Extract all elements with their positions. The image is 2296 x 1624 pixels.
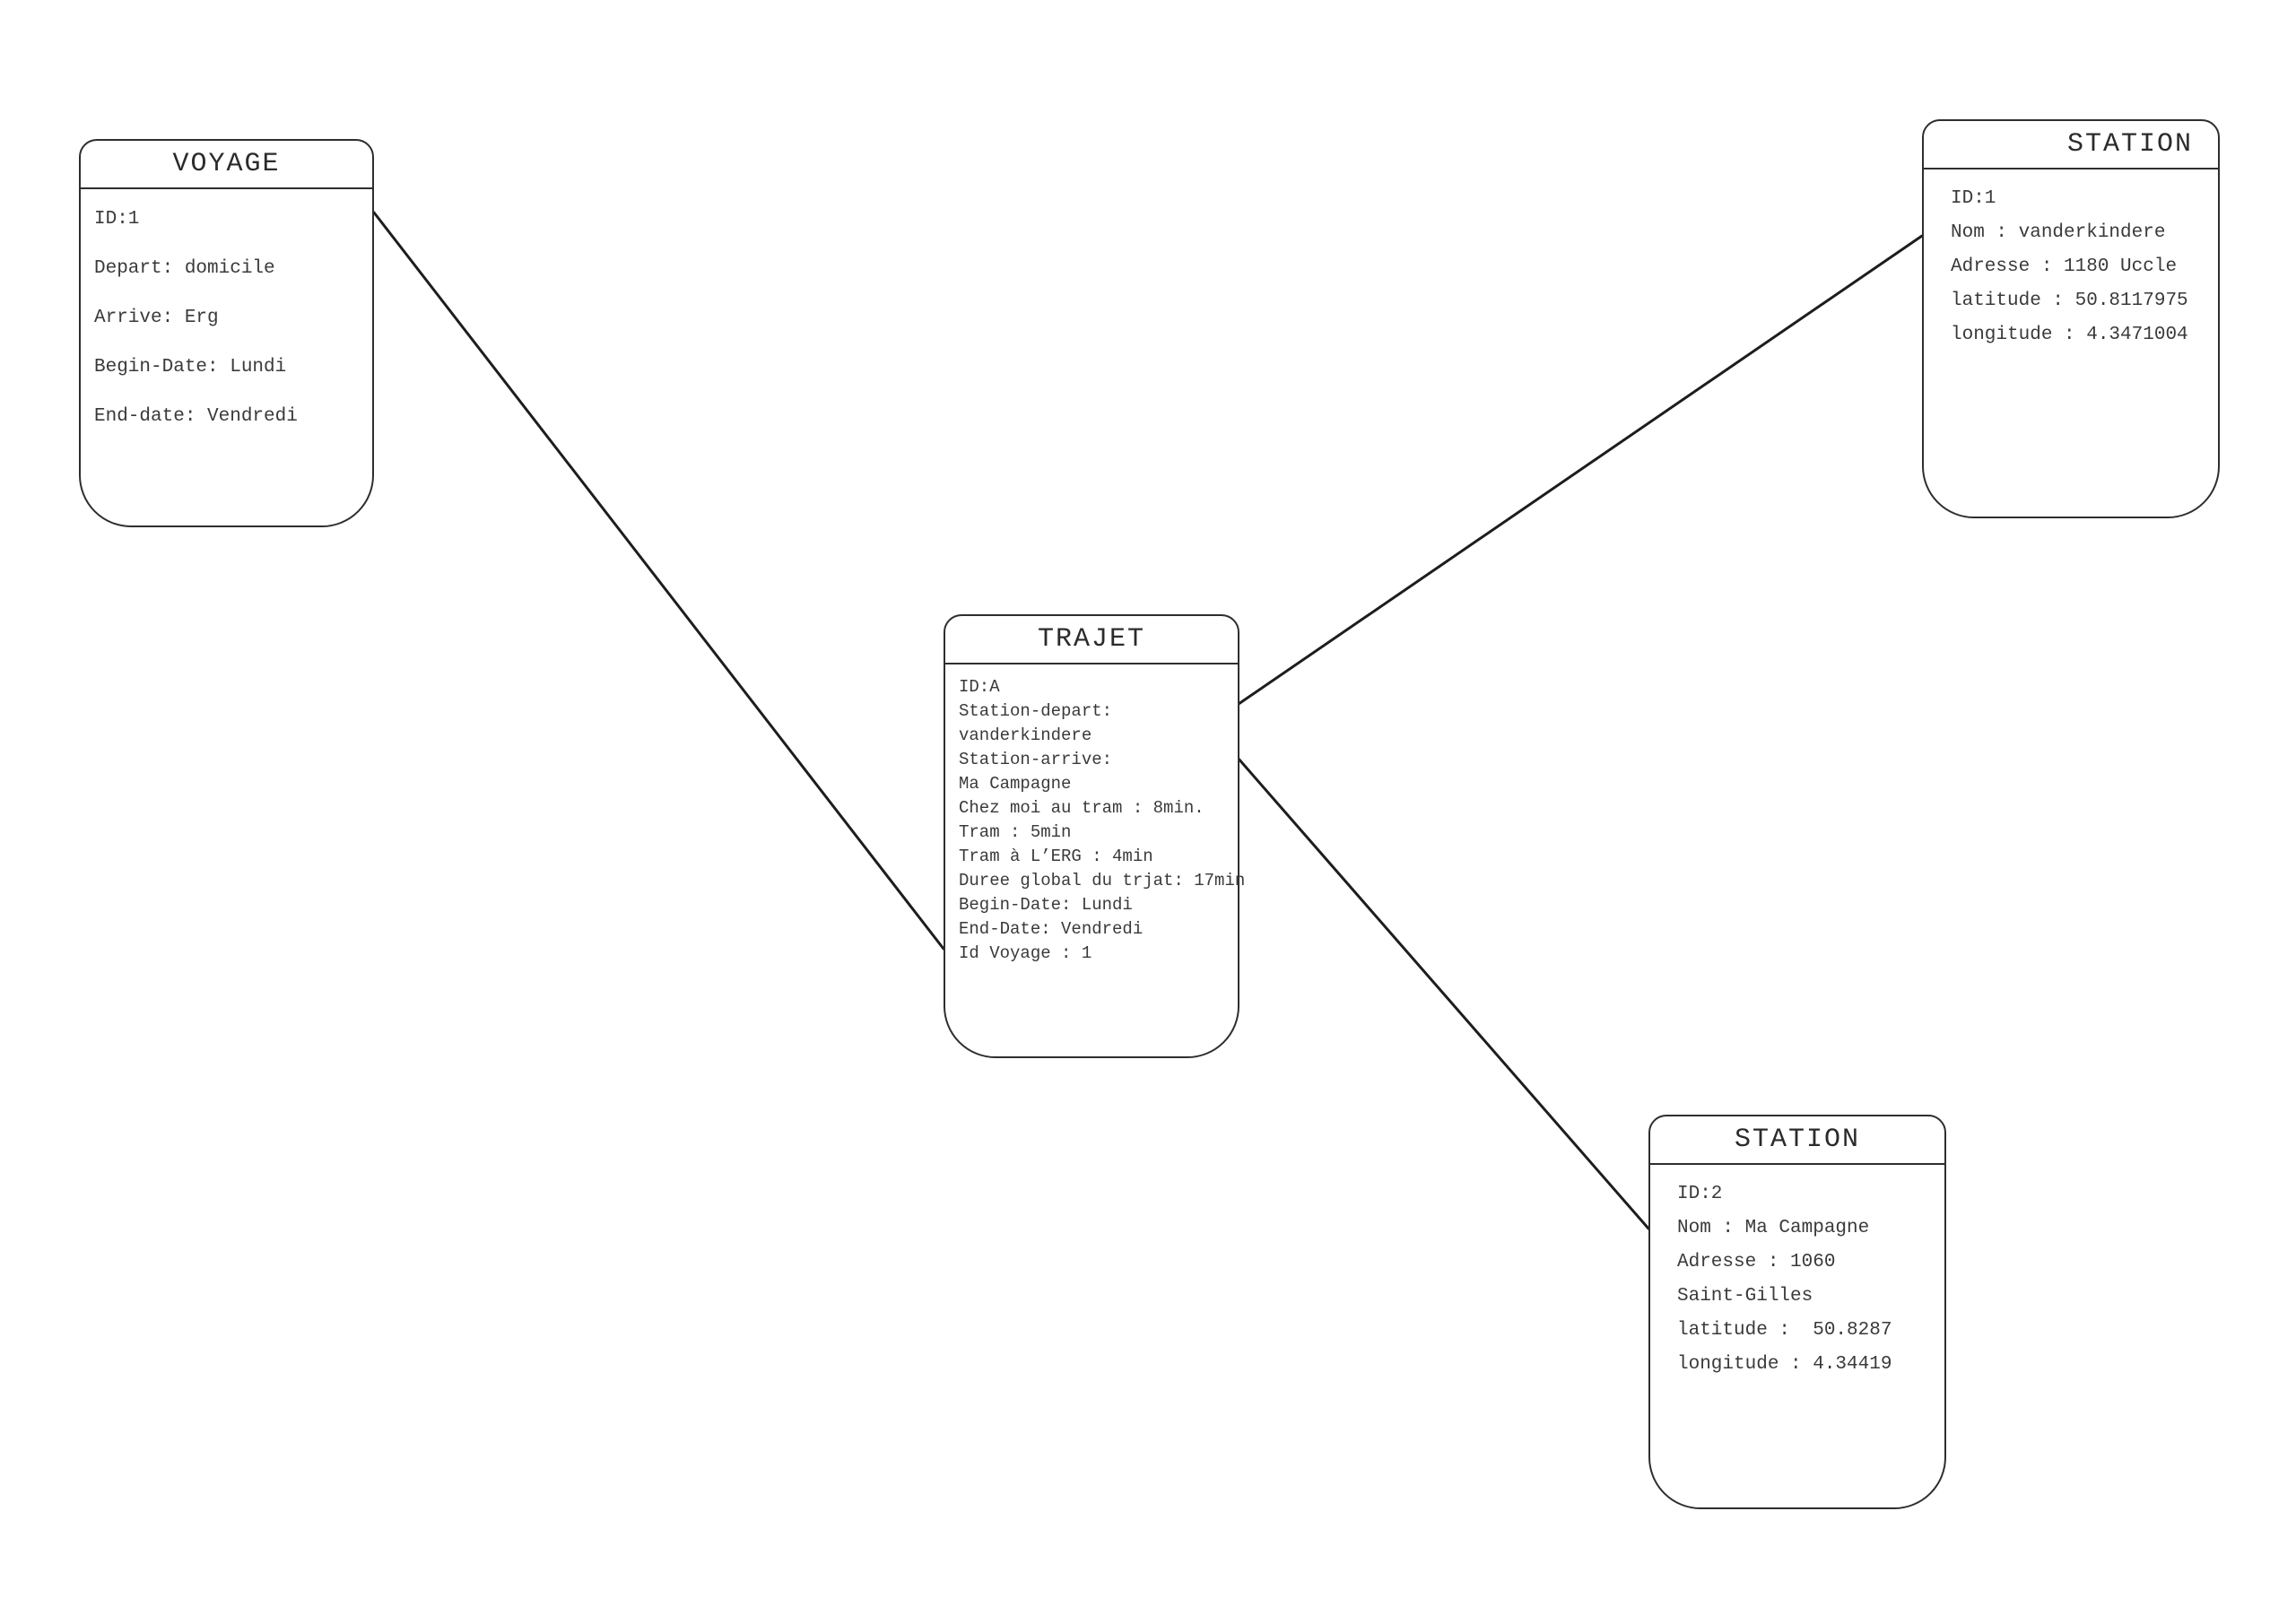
field-trajet-chez-moi: Chez moi au tram : 8min.	[959, 798, 1205, 818]
entity-station-2-title: STATION	[1650, 1116, 1944, 1165]
connector-voyage-trajet	[372, 211, 945, 951]
field-trajet-station-arrive-value: Ma Campagne	[959, 774, 1072, 794]
field-station2-longitude: longitude : 4.34419	[1677, 1354, 1892, 1375]
field-voyage-begin-date: Begin-Date: Lundi	[94, 357, 287, 378]
field-station2-id: ID:2	[1677, 1184, 1723, 1204]
field-trajet-tram: Tram : 5min	[959, 822, 1072, 842]
field-station2-adresse: Adresse : 1060	[1677, 1252, 1836, 1272]
field-trajet-station-depart: Station-depart:	[959, 701, 1113, 721]
field-trajet-id: ID:A	[959, 677, 1000, 697]
entity-station-1-body: ID:1 Nom : vanderkindere Adresse : 1180 …	[1924, 169, 2218, 352]
field-station1-nom: Nom : vanderkindere	[1951, 222, 2166, 243]
entity-station-2-body: ID:2 Nom : Ma Campagne Adresse : 1060 Sa…	[1650, 1165, 1944, 1382]
field-trajet-id-voyage: Id Voyage : 1	[959, 943, 1092, 963]
field-trajet-station-arrive: Station-arrive:	[959, 750, 1113, 769]
field-voyage-end-date: End-date: Vendredi	[94, 406, 298, 427]
connector-trajet-station1	[1237, 234, 1924, 706]
entity-voyage: VOYAGE ID:1 Depart: domicile Arrive: Erg…	[79, 139, 374, 527]
field-trajet-tram-erg: Tram à L’ERG : 4min	[959, 847, 1153, 866]
field-station1-id: ID:1	[1951, 188, 1996, 209]
field-station1-latitude: latitude : 50.8117975	[1951, 291, 2188, 311]
field-station1-longitude: longitude : 4.3471004	[1951, 325, 2188, 345]
field-trajet-station-depart-value: vanderkindere	[959, 725, 1092, 745]
entity-trajet: TRAJET ID:A Station-depart: vanderkinder…	[944, 614, 1246, 1058]
entity-station-1-title: STATION	[1924, 121, 2218, 169]
field-trajet-end-date: End-Date: Vendredi	[959, 919, 1144, 939]
entity-voyage-body: ID:1 Depart: domicile Arrive: Erg Begin-…	[81, 189, 372, 441]
field-voyage-arrive: Arrive: Erg	[94, 308, 219, 328]
entity-trajet-body: ID:A Station-depart: vanderkindere Stati…	[945, 664, 1246, 966]
entity-voyage-title: VOYAGE	[81, 141, 372, 189]
entity-trajet-title: TRAJET	[945, 616, 1238, 664]
connector-trajet-station2	[1236, 756, 1650, 1230]
entity-station-2: STATION ID:2 Nom : Ma Campagne Adresse :…	[1648, 1115, 1946, 1509]
field-trajet-duree-globale: Duree global du trjat: 17min	[959, 871, 1246, 890]
field-trajet-begin-date: Begin-Date: Lundi	[959, 895, 1133, 915]
field-station2-adresse-2: Saint-Gilles	[1677, 1286, 1813, 1307]
field-station2-latitude: latitude : 50.8287	[1677, 1320, 1892, 1341]
field-voyage-depart: Depart: domicile	[94, 258, 275, 279]
entity-station-1: STATION ID:1 Nom : vanderkindere Adresse…	[1922, 119, 2220, 518]
field-voyage-id: ID:1	[94, 209, 140, 230]
field-station1-adresse: Adresse : 1180 Uccle	[1951, 256, 2178, 277]
field-station2-nom: Nom : Ma Campagne	[1677, 1218, 1870, 1238]
